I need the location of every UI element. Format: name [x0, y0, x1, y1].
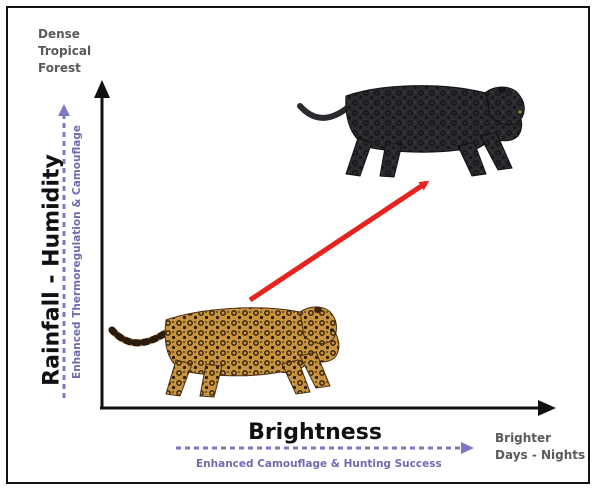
x-axis-sublabel: Enhanced Camouflage & Hunting Success — [196, 458, 442, 470]
y-axis-sublabel: Enhanced Thermoregulation & Camouflage — [71, 125, 83, 379]
transition-arrow — [248, 180, 430, 303]
right-corner-label: Brighter Days - Nights — [495, 430, 585, 464]
top-corner-line: Dense — [38, 27, 80, 41]
x-axis-label: Brightness — [248, 420, 382, 445]
black-jaguar-icon — [297, 85, 525, 178]
right-corner-line: Brighter — [495, 431, 552, 445]
x-axis — [100, 400, 556, 416]
top-corner-line: Forest — [38, 61, 81, 75]
top-corner-label: Dense Tropical Forest — [38, 26, 91, 77]
y-dashed-arrow — [58, 104, 70, 398]
top-corner-line: Tropical — [38, 44, 92, 58]
right-corner-line: Days - Nights — [495, 448, 586, 462]
spotted-jaguar-icon — [108, 306, 340, 398]
y-axis-label: Rainfall - Humidity — [39, 154, 65, 386]
y-axis — [94, 80, 110, 408]
x-dashed-arrow — [176, 442, 474, 454]
